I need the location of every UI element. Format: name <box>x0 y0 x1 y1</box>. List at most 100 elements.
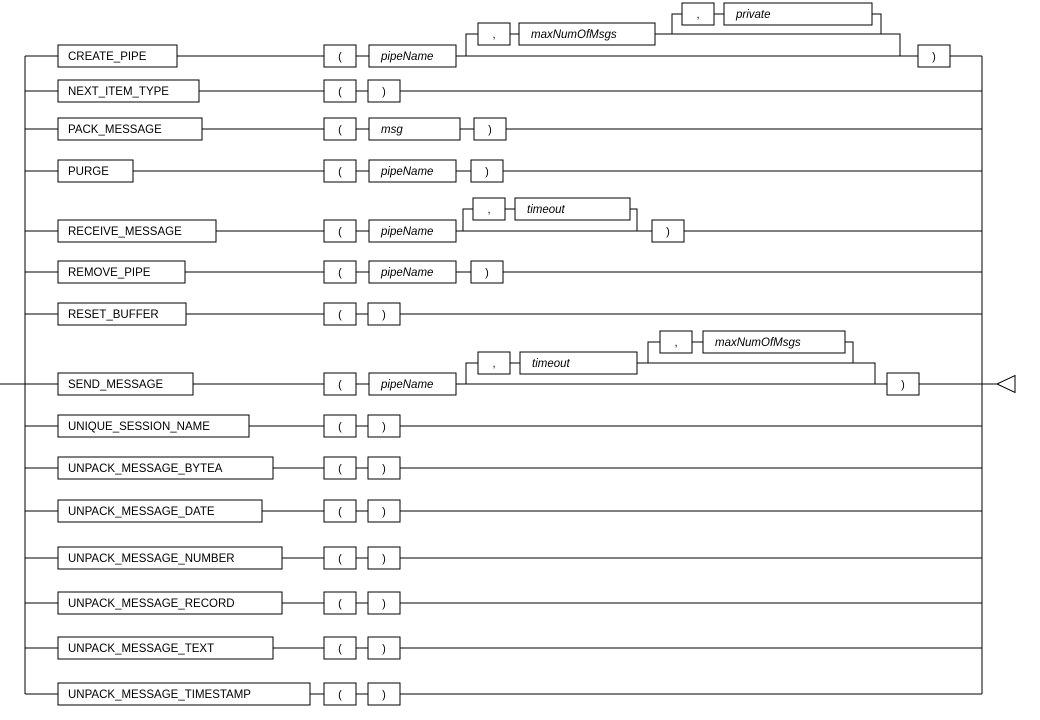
row-unpack-message-number: UNPACK_MESSAGE_NUMBER ( ) <box>25 546 982 570</box>
close-paren-box <box>367 682 401 706</box>
close-paren: ) <box>666 226 670 238</box>
open-paren: ( <box>338 643 342 655</box>
param-pipename: pipeName <box>380 166 433 178</box>
close-paren: ) <box>382 463 386 475</box>
function-box <box>57 682 311 706</box>
close-paren-box <box>470 260 504 284</box>
param-box <box>368 372 457 396</box>
open-paren-box <box>323 219 357 243</box>
open-paren-box <box>323 159 357 183</box>
open-paren: ( <box>338 598 342 610</box>
param-box <box>702 330 846 354</box>
row-lines <box>0 341 997 385</box>
open-paren-box <box>323 682 357 706</box>
close-paren-box <box>917 44 951 68</box>
close-paren: ) <box>382 421 386 433</box>
function-name: RESET_BUFFER <box>68 309 159 321</box>
function-name: UNIQUE_SESSION_NAME <box>68 421 210 433</box>
close-paren: ) <box>382 598 386 610</box>
close-paren-box <box>367 636 401 660</box>
function-name: UNPACK_MESSAGE_BYTEA <box>68 463 223 475</box>
open-paren-box <box>323 456 357 480</box>
close-paren-box <box>367 546 401 570</box>
param-box <box>368 44 457 68</box>
open-paren: ( <box>338 463 342 475</box>
function-box <box>57 79 200 103</box>
row-receive-message: RECEIVE_MESSAGE ( pipeName , timeout ) <box>25 197 982 243</box>
comma-box <box>659 330 693 354</box>
close-paren: ) <box>382 506 386 518</box>
param-pipename: pipeName <box>380 226 433 238</box>
function-name: NEXT_ITEM_TYPE <box>68 86 169 98</box>
param-timeout: timeout <box>527 204 566 216</box>
comma: , <box>487 204 490 216</box>
comma: , <box>674 337 677 349</box>
row-remove-pipe: REMOVE_PIPE ( pipeName ) <box>25 260 982 284</box>
open-paren-box <box>323 302 357 326</box>
open-paren-box <box>323 499 357 523</box>
param-box <box>368 260 457 284</box>
function-box <box>57 260 186 284</box>
row-lines <box>25 13 982 57</box>
param-box <box>519 351 638 375</box>
row-purge: PURGE ( pipeName ) <box>25 159 982 183</box>
close-paren: ) <box>485 267 489 279</box>
row-unpack-message-bytea: UNPACK_MESSAGE_BYTEA ( ) <box>25 456 982 480</box>
close-paren-box <box>367 302 401 326</box>
open-paren: ( <box>338 421 342 433</box>
close-paren-box <box>886 372 920 396</box>
param-private: private <box>735 9 771 21</box>
close-paren: ) <box>382 553 386 565</box>
row-unpack-message-record: UNPACK_MESSAGE_RECORD ( ) <box>25 591 982 615</box>
open-paren-box <box>323 546 357 570</box>
param-pipename: pipeName <box>380 267 433 279</box>
row-send-message: SEND_MESSAGE ( pipeName , timeout , maxN… <box>0 330 1016 396</box>
open-paren: ( <box>338 226 342 238</box>
close-paren: ) <box>488 124 492 136</box>
close-paren-box <box>367 79 401 103</box>
row-create-pipe: CREATE_PIPE ( pipeName , maxNumOfMsgs , … <box>25 2 982 68</box>
function-name: CREATE_PIPE <box>68 51 147 63</box>
function-name: PACK_MESSAGE <box>68 124 162 136</box>
comma: , <box>492 29 495 41</box>
param-pipename: pipeName <box>380 379 433 391</box>
row-next-item-type: NEXT_ITEM_TYPE ( ) <box>25 79 982 103</box>
param-maxnumofmsgs: maxNumOfMsgs <box>531 29 617 41</box>
close-paren-box <box>367 499 401 523</box>
row-pack-message: PACK_MESSAGE ( msg ) <box>25 117 982 141</box>
function-box <box>57 591 283 615</box>
close-paren: ) <box>932 51 936 63</box>
param-box <box>368 117 461 141</box>
function-box <box>57 44 178 68</box>
close-paren: ) <box>382 86 386 98</box>
function-name: PURGE <box>68 166 109 178</box>
open-paren-box <box>323 636 357 660</box>
row-unpack-message-text: UNPACK_MESSAGE_TEXT ( ) <box>25 636 982 660</box>
open-paren: ( <box>338 267 342 279</box>
param-box <box>723 2 873 26</box>
function-box <box>57 546 283 570</box>
open-paren: ( <box>338 86 342 98</box>
open-paren-box <box>323 44 357 68</box>
comma-box <box>681 2 715 26</box>
close-paren-box <box>367 591 401 615</box>
param-msg: msg <box>381 124 403 136</box>
close-paren-box <box>367 414 401 438</box>
open-paren: ( <box>338 689 342 701</box>
function-box <box>57 159 134 183</box>
comma-box <box>472 197 506 221</box>
function-box <box>57 219 217 243</box>
close-paren-box <box>473 117 507 141</box>
open-paren-box <box>323 79 357 103</box>
open-paren: ( <box>338 309 342 321</box>
open-paren-box <box>323 117 357 141</box>
function-name: REMOVE_PIPE <box>68 267 151 279</box>
row-unpack-message-timestamp: UNPACK_MESSAGE_TIMESTAMP ( ) <box>25 682 982 706</box>
function-name: RECEIVE_MESSAGE <box>68 226 182 238</box>
open-paren-box <box>323 372 357 396</box>
comma-box <box>477 22 511 46</box>
param-box <box>518 22 656 46</box>
row-reset-buffer: RESET_BUFFER ( ) <box>25 302 982 326</box>
function-box <box>57 456 274 480</box>
